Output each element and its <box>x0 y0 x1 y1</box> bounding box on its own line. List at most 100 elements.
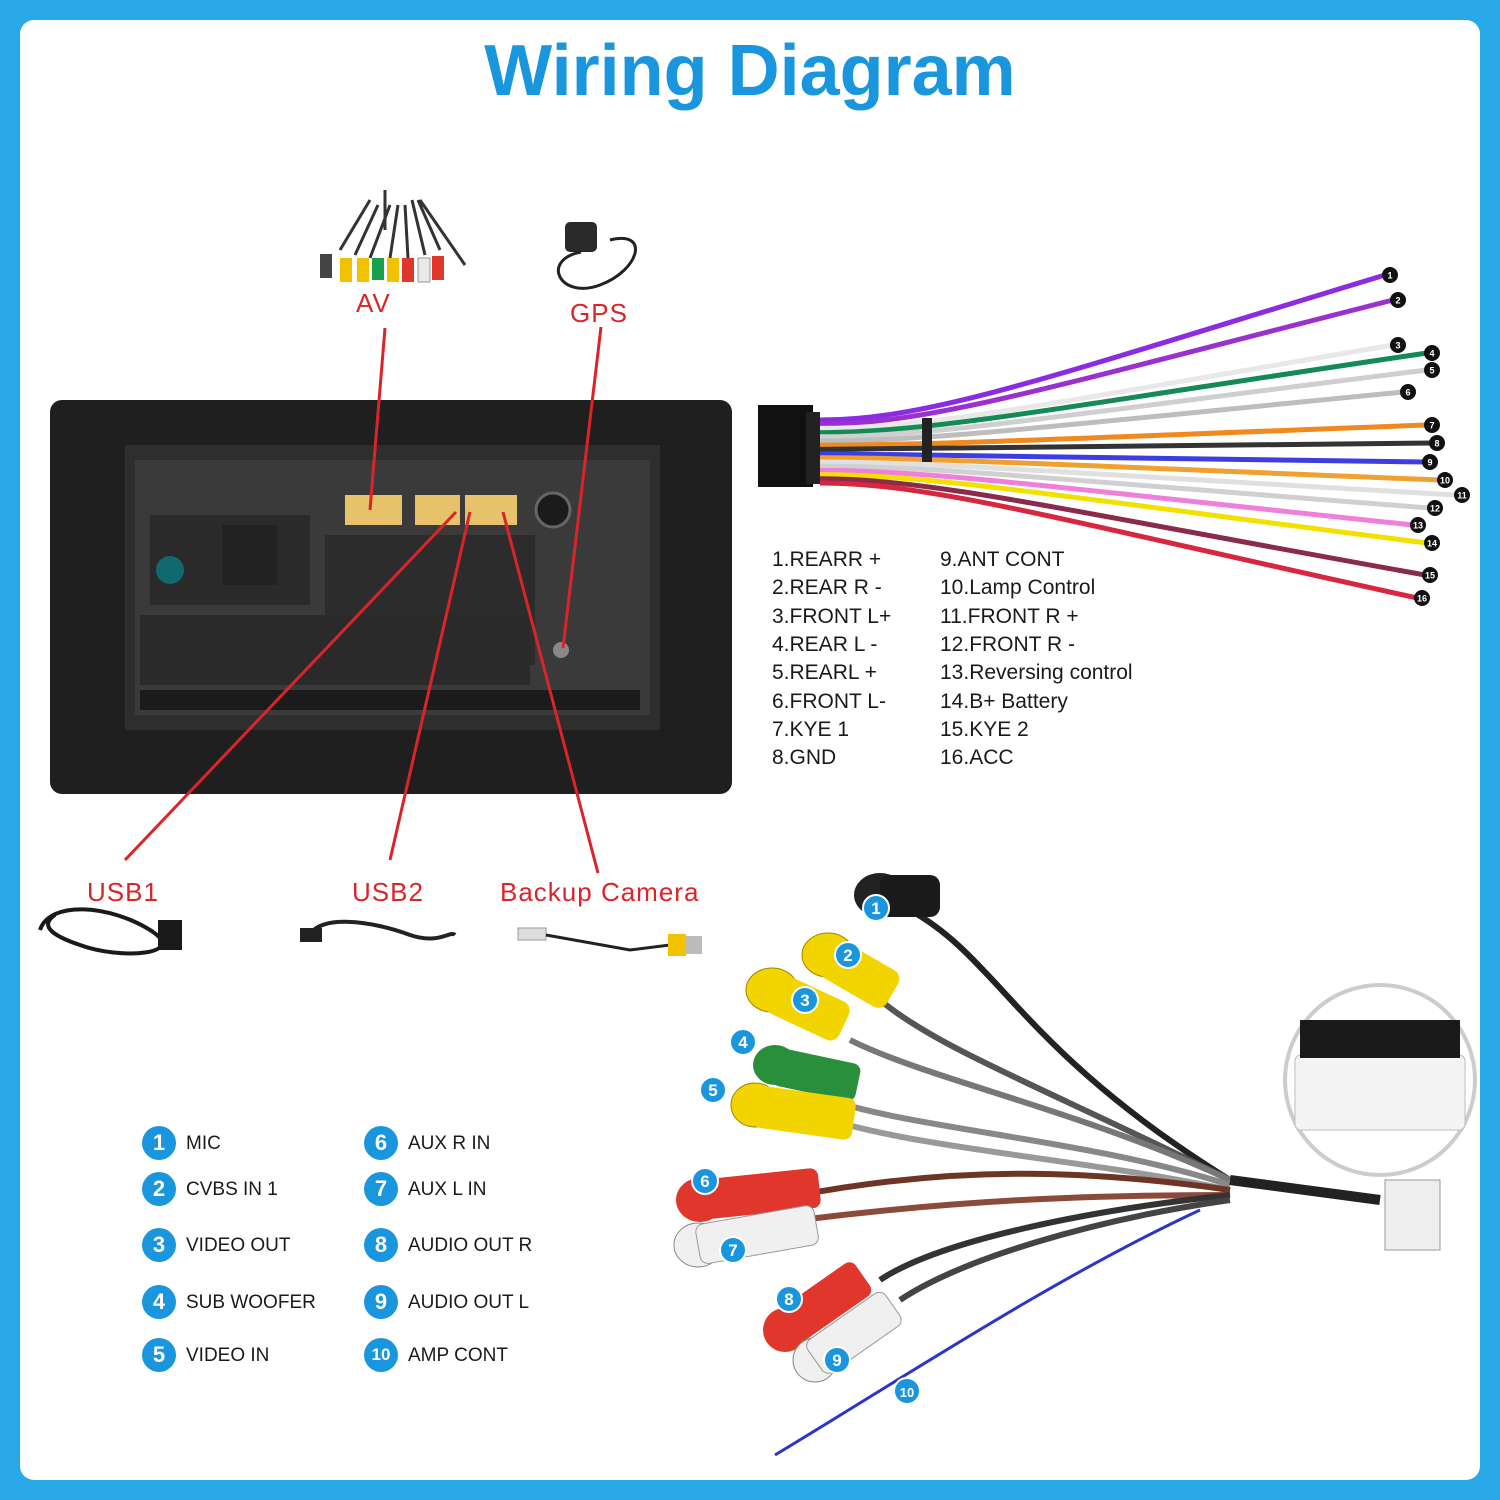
svg-text:9: 9 <box>832 1351 841 1370</box>
harness-pin-item: 3.FRONT L+ <box>772 604 892 628</box>
av-cable-number: 5 <box>699 1076 727 1104</box>
harness-wire <box>819 422 1428 448</box>
harness-wire-number: 10 <box>1437 472 1453 488</box>
av-legend-badge: 4 <box>142 1285 176 1319</box>
svg-text:10: 10 <box>1440 476 1450 486</box>
harness-wire <box>819 480 1418 601</box>
svg-text:12: 12 <box>1430 504 1440 514</box>
svg-text:10: 10 <box>900 1385 914 1400</box>
harness-wire-number: 7 <box>1424 417 1440 433</box>
harness-wire <box>819 463 1431 511</box>
svg-text:7: 7 <box>1429 421 1434 431</box>
av-legend-badge: 9 <box>364 1285 398 1319</box>
harness-pin-item: 1.REARR + <box>772 548 882 571</box>
usb1-cable-thumbnail <box>38 907 182 956</box>
harness-wire-number: 11 <box>1454 487 1470 503</box>
harness-pin-item: 15.KYE 2 <box>940 717 1029 741</box>
harness-pin-item: 4.REAR L - <box>772 632 878 656</box>
harness-wire-number: 14 <box>1424 535 1440 551</box>
svg-text:8: 8 <box>1434 439 1439 449</box>
av-legend-badge: 7 <box>364 1172 398 1206</box>
harness-wire <box>819 342 1394 431</box>
av-legend-label: CVBS IN 1 <box>186 1179 278 1200</box>
av-cable-number: 3 <box>791 986 819 1014</box>
av-legend-label: AUDIO OUT R <box>408 1235 533 1256</box>
av-connector-inset <box>1283 983 1477 1177</box>
av-legend-label: VIDEO OUT <box>186 1235 291 1256</box>
av-cable-number: 10 <box>893 1377 921 1405</box>
av-cable-number: 1 <box>862 894 890 922</box>
harness-wire-number: 5 <box>1424 362 1440 378</box>
svg-text:5: 5 <box>1429 366 1434 376</box>
harness-wire <box>819 350 1428 436</box>
harness-pin-item: 5.REARL + <box>772 661 877 685</box>
harness-wire <box>819 467 1414 528</box>
svg-text:3: 3 <box>1395 341 1400 351</box>
harness-wire-number: 13 <box>1410 517 1426 533</box>
harness-wire-number: 3 <box>1390 337 1406 353</box>
av-cable-number: 6 <box>691 1167 719 1195</box>
harness-pin-item: 10.Lamp Control <box>940 576 1096 600</box>
harness-wire <box>819 272 1386 423</box>
harness-pin-item: 2.REAR R - <box>772 576 882 600</box>
harness-pin-item: 8.GND <box>772 746 837 770</box>
svg-text:3: 3 <box>800 991 809 1010</box>
harness-pin-item: 13.Reversing control <box>940 661 1133 685</box>
rca-plugs <box>673 873 940 1383</box>
head-unit-back <box>50 400 732 794</box>
svg-text:5: 5 <box>708 1081 717 1100</box>
harness-wire <box>819 459 1458 498</box>
usb2-cable-thumbnail <box>300 919 457 942</box>
av-legend-badge: 2 <box>142 1172 176 1206</box>
harness-pin-item: 12.FRONT R - <box>940 632 1075 656</box>
av-label: AV <box>356 288 391 318</box>
usb2-label: USB2 <box>352 877 424 907</box>
svg-text:1: 1 <box>871 899 880 918</box>
page-title: Wiring Diagram <box>484 31 1016 111</box>
av-legend-badge: 3 <box>142 1228 176 1262</box>
harness-wire-number: 4 <box>1424 345 1440 361</box>
callout-lines <box>123 326 603 874</box>
harness-connector <box>758 405 820 487</box>
harness-wire-number: 16 <box>1414 590 1430 606</box>
av-legend-badge: 5 <box>142 1338 176 1372</box>
av-cable-number: 7 <box>719 1236 747 1264</box>
av-cable-thumbnail <box>320 190 467 283</box>
harness-pin-item: 16.ACC <box>940 746 1014 770</box>
backup-camera-label: Backup Camera <box>500 877 700 907</box>
svg-text:11: 11 <box>1457 491 1467 501</box>
harness-wire-number: 9 <box>1422 454 1438 470</box>
av-cable-number: 2 <box>834 941 862 969</box>
svg-text:13: 13 <box>1413 521 1423 531</box>
svg-text:14: 14 <box>1427 539 1437 549</box>
svg-text:16: 16 <box>1417 594 1427 604</box>
svg-text:6: 6 <box>700 1172 709 1191</box>
gps-label: GPS <box>570 298 628 328</box>
harness-wires <box>819 272 1458 601</box>
av-legend-label: AUX R IN <box>408 1133 491 1154</box>
harness-wire <box>819 367 1428 440</box>
av-legend-label: AUDIO OUT L <box>408 1292 530 1313</box>
usb1-label: USB1 <box>87 877 159 907</box>
harness-wire-number: 8 <box>1429 435 1445 451</box>
svg-text:8: 8 <box>784 1290 793 1309</box>
harness-wire-number: 6 <box>1400 384 1416 400</box>
harness-wire-number: 15 <box>1422 567 1438 583</box>
harness-wire <box>819 297 1394 427</box>
harness-pin-item: 9.ANT CONT <box>940 548 1065 571</box>
harness-wire-number: 1 <box>1382 267 1398 283</box>
svg-text:9: 9 <box>1427 458 1432 468</box>
av-legend-badge: 1 <box>142 1126 176 1160</box>
svg-text:7: 7 <box>728 1241 737 1260</box>
svg-text:4: 4 <box>1429 349 1434 359</box>
cable-tie <box>922 418 932 462</box>
av-legend-label: MIC <box>186 1133 221 1154</box>
av-legend-label: VIDEO IN <box>186 1345 270 1366</box>
harness-wire <box>819 440 1433 452</box>
av-legend-label: AUX L IN <box>408 1179 487 1200</box>
svg-text:6: 6 <box>1405 388 1410 398</box>
backup-camera-cable-thumbnail <box>517 927 702 956</box>
harness-pin-item: 11.FRONT R + <box>940 604 1079 628</box>
harness-pin-item: 6.FRONT L- <box>772 689 886 713</box>
